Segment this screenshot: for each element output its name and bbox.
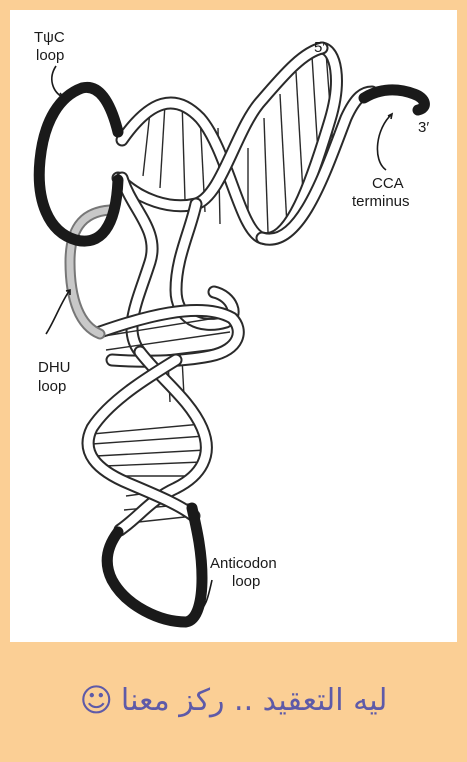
five-prime-label: 5′ — [314, 39, 325, 56]
slide-caption: ليه التعقيد .. ركز معنا ☺ — [0, 650, 467, 750]
cca-label-line2: terminus — [352, 193, 410, 210]
dhu-label-line1: DHU — [38, 359, 71, 376]
cca-label-line1: CCA — [372, 175, 404, 192]
three-prime-label: 3′ — [418, 119, 429, 136]
tpsic-label-line2: loop — [36, 47, 64, 64]
anticodon-stem-strands — [88, 352, 206, 530]
caption-text: ليه التعقيد .. ركز معنا — [121, 683, 388, 718]
tpsic-label-line1: TψC — [34, 29, 65, 46]
smiley-icon: ☺ — [80, 681, 113, 719]
cca-terminus-tail — [364, 90, 424, 110]
dhu-stem-strands — [100, 310, 238, 361]
anticodon-label-line2: loop — [232, 573, 260, 590]
dhu-label-line2: loop — [38, 378, 66, 395]
acceptor-stem-strands — [118, 48, 372, 239]
anticodon-label-line1: Anticodon — [210, 555, 277, 572]
